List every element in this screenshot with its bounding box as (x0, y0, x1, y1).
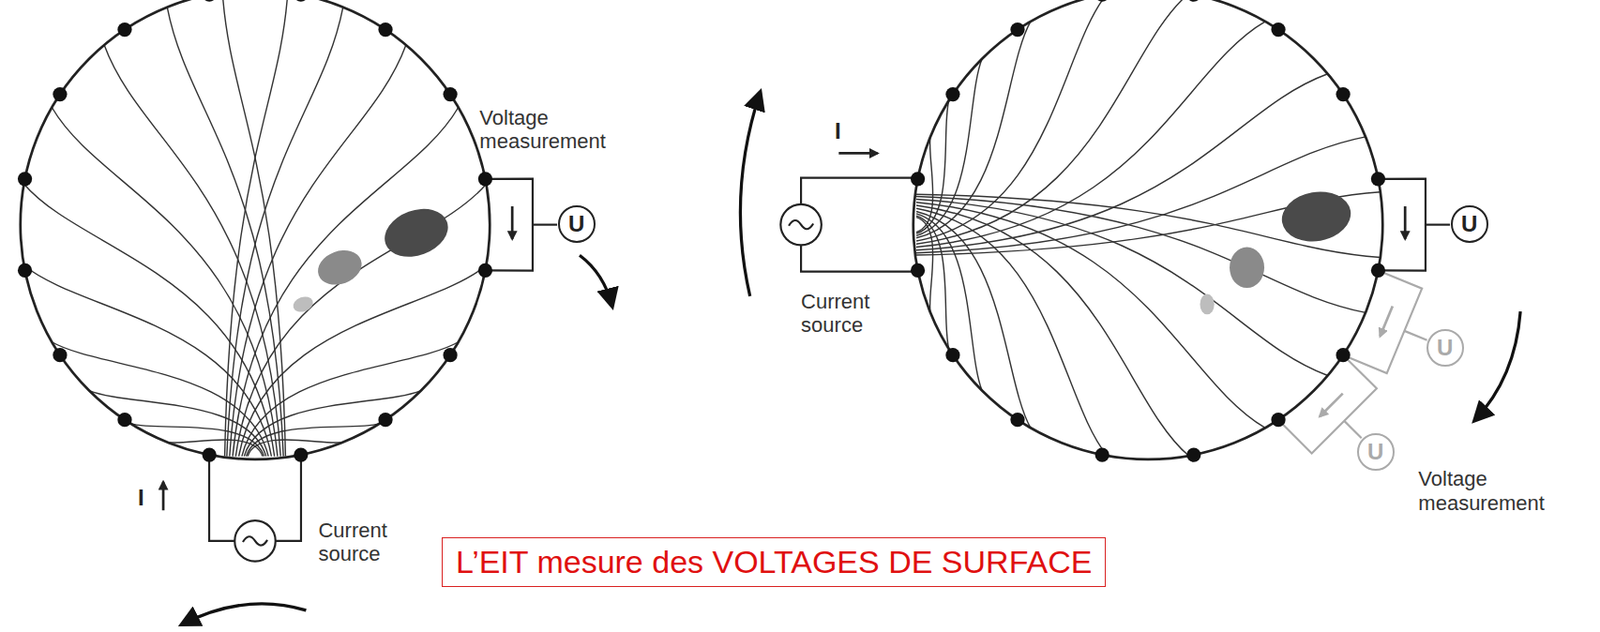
electrode (945, 87, 960, 102)
ac-symbol (788, 220, 814, 229)
ac-symbol (242, 536, 268, 545)
voltage-arrow (1379, 305, 1392, 336)
body-outline (913, 0, 1383, 460)
meter-bracket (1343, 270, 1422, 374)
electrode (17, 263, 32, 278)
rotation-arrow (579, 255, 613, 306)
electrode (293, 0, 308, 2)
current-source-symbol (780, 204, 822, 246)
inclusion (313, 244, 367, 291)
voltmeter-circle: U (1357, 433, 1395, 471)
rotation-arrow (739, 91, 760, 297)
field-line (916, 202, 1266, 429)
inclusion (290, 294, 316, 316)
voltmeter-label: U (1436, 334, 1453, 362)
meter-wire (1343, 421, 1361, 438)
electrode (1371, 171, 1386, 186)
field-line (916, 74, 1329, 251)
field-line (24, 265, 272, 457)
note-box: L’EIT mesure des VOLTAGES DE SURFACE (441, 537, 1106, 588)
voltmeter-circle: U (1450, 205, 1489, 243)
current-label: I (137, 484, 159, 512)
voltmeter-label: U (1367, 438, 1384, 466)
electrode (442, 87, 457, 102)
inclusion (1278, 186, 1356, 247)
electrode (17, 171, 32, 186)
electrodes (17, 0, 1386, 463)
field-line (104, 45, 281, 457)
current-arrow (162, 482, 166, 511)
inclusion (377, 200, 455, 266)
field-line (222, 0, 286, 457)
electrode (52, 87, 67, 102)
current-label: I (834, 118, 856, 145)
caption-label: Current source (317, 518, 431, 567)
current-source-symbol (234, 520, 276, 562)
field-line (916, 198, 1329, 376)
field-line (232, 107, 459, 457)
field-line (24, 183, 275, 456)
inclusion (1200, 294, 1215, 316)
electrode (377, 22, 393, 37)
electrode (1335, 87, 1350, 102)
meter-bracket (1377, 179, 1426, 272)
voltmeter-label: U (568, 211, 585, 238)
field-line (916, 136, 1366, 254)
body-outline (20, 0, 490, 460)
electrode (1010, 22, 1025, 37)
electrode (1270, 412, 1285, 427)
electrode (1335, 347, 1350, 363)
field-line (916, 21, 1266, 248)
electrode (293, 447, 308, 462)
electrode (945, 347, 960, 363)
voltmeter-circle: U (1426, 329, 1465, 367)
rotation-arrow (181, 603, 307, 625)
voltage-arrow (511, 206, 514, 240)
field-line (51, 107, 278, 457)
caption-label: Current source (800, 289, 914, 338)
electrode (1270, 22, 1285, 37)
voltmeter-circle: U (558, 205, 596, 243)
voltage-arrow (1403, 206, 1407, 240)
field-line (166, 7, 284, 457)
electrode (478, 263, 493, 278)
meter-bracket (484, 179, 533, 272)
current-arrow (838, 151, 877, 155)
caption-label: Voltage measurement (1418, 467, 1541, 515)
rotation-arrow (1474, 311, 1521, 421)
caption-label: Voltage measurement (479, 105, 603, 154)
electrode (910, 263, 925, 278)
meter-wire (532, 224, 558, 227)
electrode (1095, 447, 1110, 462)
electrode (117, 22, 132, 37)
electrode (377, 412, 393, 427)
electrode (478, 171, 493, 186)
electrode (1186, 447, 1201, 462)
meter-wire (1403, 331, 1427, 341)
electrode (52, 347, 67, 363)
field-line (916, 0, 1189, 244)
electrode (1371, 263, 1386, 278)
field-line (229, 45, 407, 457)
electrode (1010, 412, 1025, 427)
inclusion (1229, 247, 1265, 289)
field-lines (916, 0, 1381, 456)
field-line (235, 183, 486, 456)
note-text: L’EIT mesure des VOLTAGES DE SURFACE (455, 543, 1092, 580)
field-line (916, 0, 1108, 242)
voltage-arrow (1319, 393, 1344, 418)
electrode (202, 447, 217, 462)
electrode (1186, 0, 1201, 2)
field-line (916, 205, 1189, 456)
voltage-meters (484, 179, 1450, 454)
electrode (117, 412, 132, 427)
voltmeter-label: U (1461, 211, 1478, 238)
electrode (910, 171, 925, 186)
electrode (202, 0, 217, 2)
meter-wire (1425, 224, 1450, 227)
field-line (226, 7, 344, 457)
field-lines (24, 0, 487, 457)
electrode (442, 347, 457, 363)
electrode (1095, 0, 1110, 2)
